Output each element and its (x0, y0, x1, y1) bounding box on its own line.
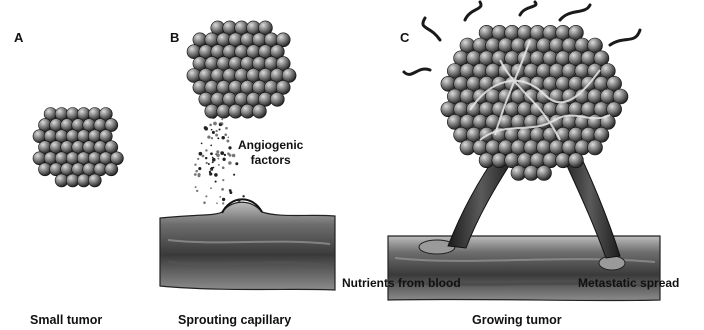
factor-dot (201, 143, 203, 145)
factor-dot (217, 137, 219, 139)
factor-dot (213, 167, 215, 169)
factor-dot (221, 188, 224, 191)
factor-dot (210, 169, 212, 171)
factor-dot (215, 130, 217, 132)
factor-dot (228, 153, 231, 156)
tumor-cell (252, 104, 266, 118)
factor-dot (210, 145, 212, 147)
tumor-cluster-b (187, 21, 296, 118)
factor-dot (210, 187, 212, 189)
factor-dot (216, 154, 220, 158)
factor-dot (232, 154, 236, 158)
factor-dot (217, 158, 219, 160)
factor-dot (205, 157, 207, 159)
factor-dot (194, 173, 197, 176)
factor-dot (204, 126, 207, 129)
factor-dot (214, 173, 218, 177)
factor-dot (218, 164, 220, 166)
factor-dot (209, 171, 211, 173)
factor-dot (222, 166, 225, 169)
factor-dot (198, 167, 201, 170)
tumor-cell (588, 140, 603, 155)
factor-dot (212, 157, 214, 159)
factor-dot (208, 163, 210, 165)
factor-dot (212, 131, 215, 134)
panel-letter-a: A (14, 30, 23, 45)
factor-dot (210, 152, 213, 155)
factor-dot (219, 196, 221, 198)
factor-dot (229, 191, 232, 194)
factor-dot (222, 179, 224, 181)
tumor-cell (105, 163, 118, 176)
factor-dot (212, 158, 216, 162)
factor-dot (222, 198, 225, 201)
factor-dot (216, 202, 218, 204)
factor-dot (213, 122, 217, 126)
factor-dot (237, 198, 240, 201)
factor-dot (199, 152, 203, 156)
factor-dot (221, 118, 223, 120)
angiogenic-label-line1: Angiogenic (238, 138, 303, 153)
factor-dot (212, 161, 214, 163)
factor-dot (228, 161, 231, 164)
tumor-cell (537, 166, 552, 181)
metastatic-spread-label: Metastatic spread (578, 276, 704, 291)
tumor-cell (270, 92, 284, 106)
factor-dot (224, 133, 227, 136)
factor-dot (242, 195, 244, 197)
factor-dot (203, 201, 206, 204)
factor-dot (211, 137, 213, 139)
panel-letter-b: B (170, 30, 179, 45)
factor-dot (222, 202, 224, 204)
metastatic-outlet (599, 256, 625, 270)
factor-dot (194, 164, 196, 166)
panel-letter-c: C (400, 30, 409, 45)
factor-dot (221, 136, 224, 139)
factor-dot (228, 146, 231, 149)
factor-dot (207, 135, 210, 138)
factor-dot (216, 150, 219, 153)
factor-dot (215, 181, 217, 183)
caption-small-tumor: Small tumor (30, 313, 102, 327)
factor-dot (227, 136, 229, 138)
factor-dot (219, 123, 222, 126)
angiogenic-factors-label: Angiogenic factors (238, 138, 303, 168)
factor-dot (222, 158, 225, 161)
factor-dot (218, 128, 220, 130)
caption-growing-tumor: Growing tumor (472, 313, 562, 327)
factor-dot (202, 155, 205, 158)
caption-sprouting-capillary: Sprouting capillary (178, 313, 291, 327)
factor-dot (196, 170, 198, 172)
factor-dot (220, 151, 224, 155)
capillary-vessel-b (160, 199, 335, 290)
factor-dot (225, 127, 228, 130)
tumor-cell (88, 174, 101, 187)
factor-dot (205, 149, 207, 151)
factor-dot (205, 195, 207, 197)
factor-dot (215, 134, 218, 137)
factor-dot (196, 190, 198, 192)
factor-dot (206, 162, 208, 164)
factor-dot (209, 124, 212, 127)
factor-dot (226, 140, 229, 143)
small-tumor-cluster (33, 108, 123, 187)
factor-dot (211, 129, 213, 131)
factor-dot (197, 158, 199, 160)
factor-dot (195, 186, 197, 188)
factor-dot (198, 173, 201, 176)
factor-dot (224, 154, 226, 156)
factor-dot (233, 174, 235, 176)
nutrients-from-blood-label: Nutrients from blood (342, 276, 461, 291)
tumor-cell (568, 153, 583, 168)
angiogenic-label-line2: factors (238, 153, 303, 168)
